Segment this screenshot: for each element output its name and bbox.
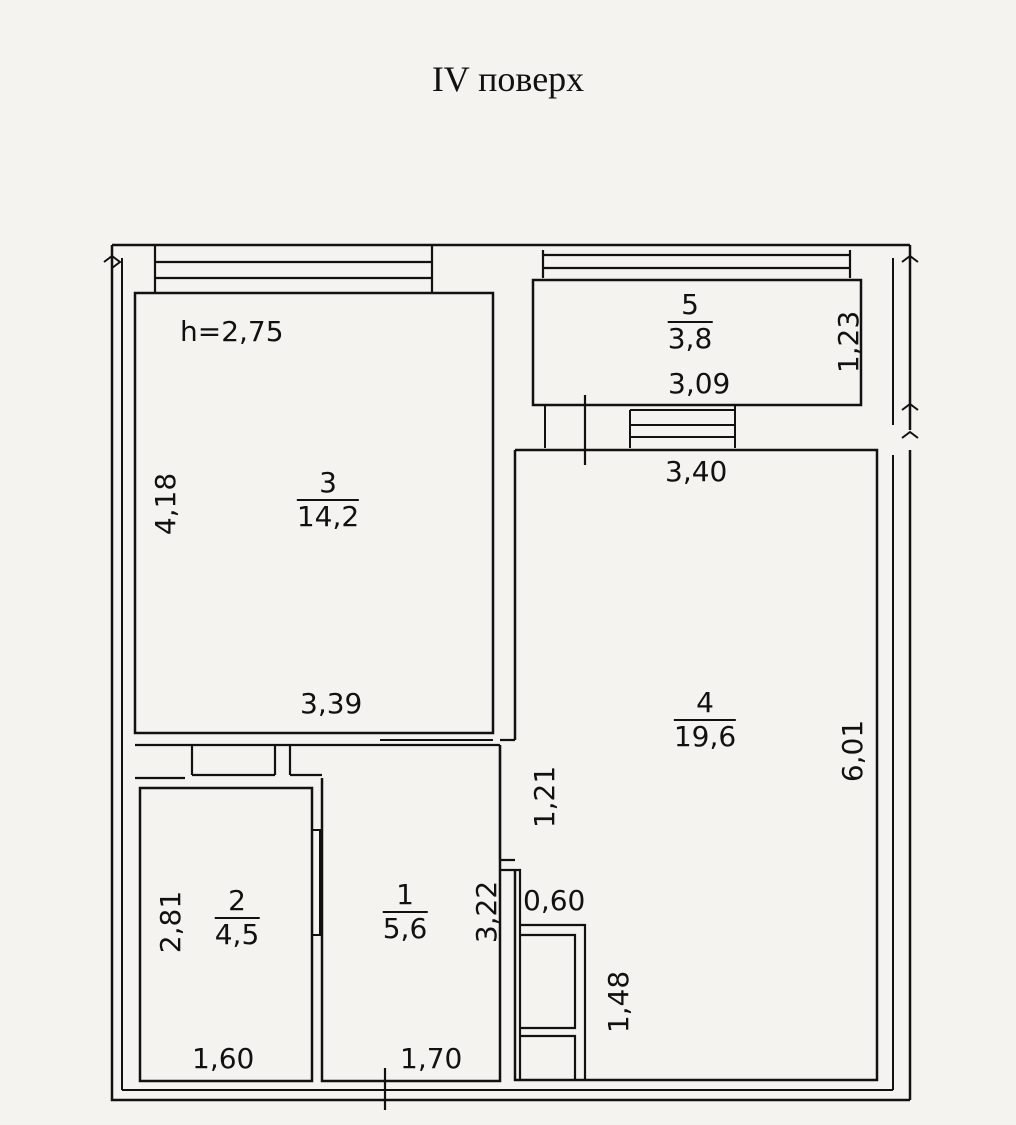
- room-3-label: 3 14,2: [296, 467, 360, 534]
- room-number: 1: [382, 879, 428, 914]
- outer-wall: [110, 243, 912, 1102]
- interior-wall: [135, 743, 500, 780]
- room-4-outline: [513, 448, 879, 1082]
- room-3-outline: [133, 291, 495, 735]
- room-number: 2: [214, 885, 260, 920]
- ceiling-height-label: h=2,75: [180, 315, 284, 348]
- floor-title: IV поверх: [431, 59, 585, 99]
- room-number: 3: [296, 467, 360, 502]
- room-4-label: 4 19,6: [673, 687, 737, 754]
- dim-room-1-width: 1,70: [400, 1042, 463, 1075]
- window-balcony: [541, 250, 852, 278]
- window-room-3: [153, 245, 434, 292]
- dim-room-3-width: 3,39: [300, 687, 363, 720]
- room-number: 5: [667, 289, 713, 324]
- room-1-outline: [320, 745, 502, 1083]
- dim-room-1-height: 3,22: [470, 880, 504, 944]
- dim-room-3-height: 4,18: [149, 472, 183, 536]
- niche-outline: [500, 868, 587, 1080]
- room-area: 5,6: [382, 912, 428, 946]
- room-1-label: 1 5,6: [382, 879, 428, 946]
- room-area: 14,2: [296, 500, 360, 534]
- room-area: 19,6: [673, 720, 737, 754]
- room-number: 4: [673, 687, 737, 722]
- room-2-label: 2 4,5: [214, 885, 260, 952]
- break-mark: [103, 254, 919, 439]
- room-area: 3,8: [667, 322, 713, 356]
- outer-wall-inner-line: [121, 258, 894, 1091]
- dim-corridor-gap: 1,21: [528, 765, 562, 829]
- room-area: 4,5: [214, 918, 260, 952]
- dim-room-4-width: 3,40: [665, 455, 728, 488]
- dim-room-2-height: 2,81: [154, 890, 188, 954]
- balcony-door: [544, 405, 736, 448]
- room-5-label: 5 3,8: [667, 289, 713, 356]
- dim-room-2-width: 1,60: [192, 1042, 255, 1075]
- dim-niche-width: 0,60: [523, 884, 586, 917]
- dim-balcony-depth: 1,23: [832, 310, 866, 374]
- dim-balcony-width: 3,09: [668, 367, 731, 400]
- room-5-outline: [531, 278, 863, 407]
- dim-room-4-height: 6,01: [836, 719, 870, 783]
- dim-niche-height: 1,48: [602, 970, 636, 1034]
